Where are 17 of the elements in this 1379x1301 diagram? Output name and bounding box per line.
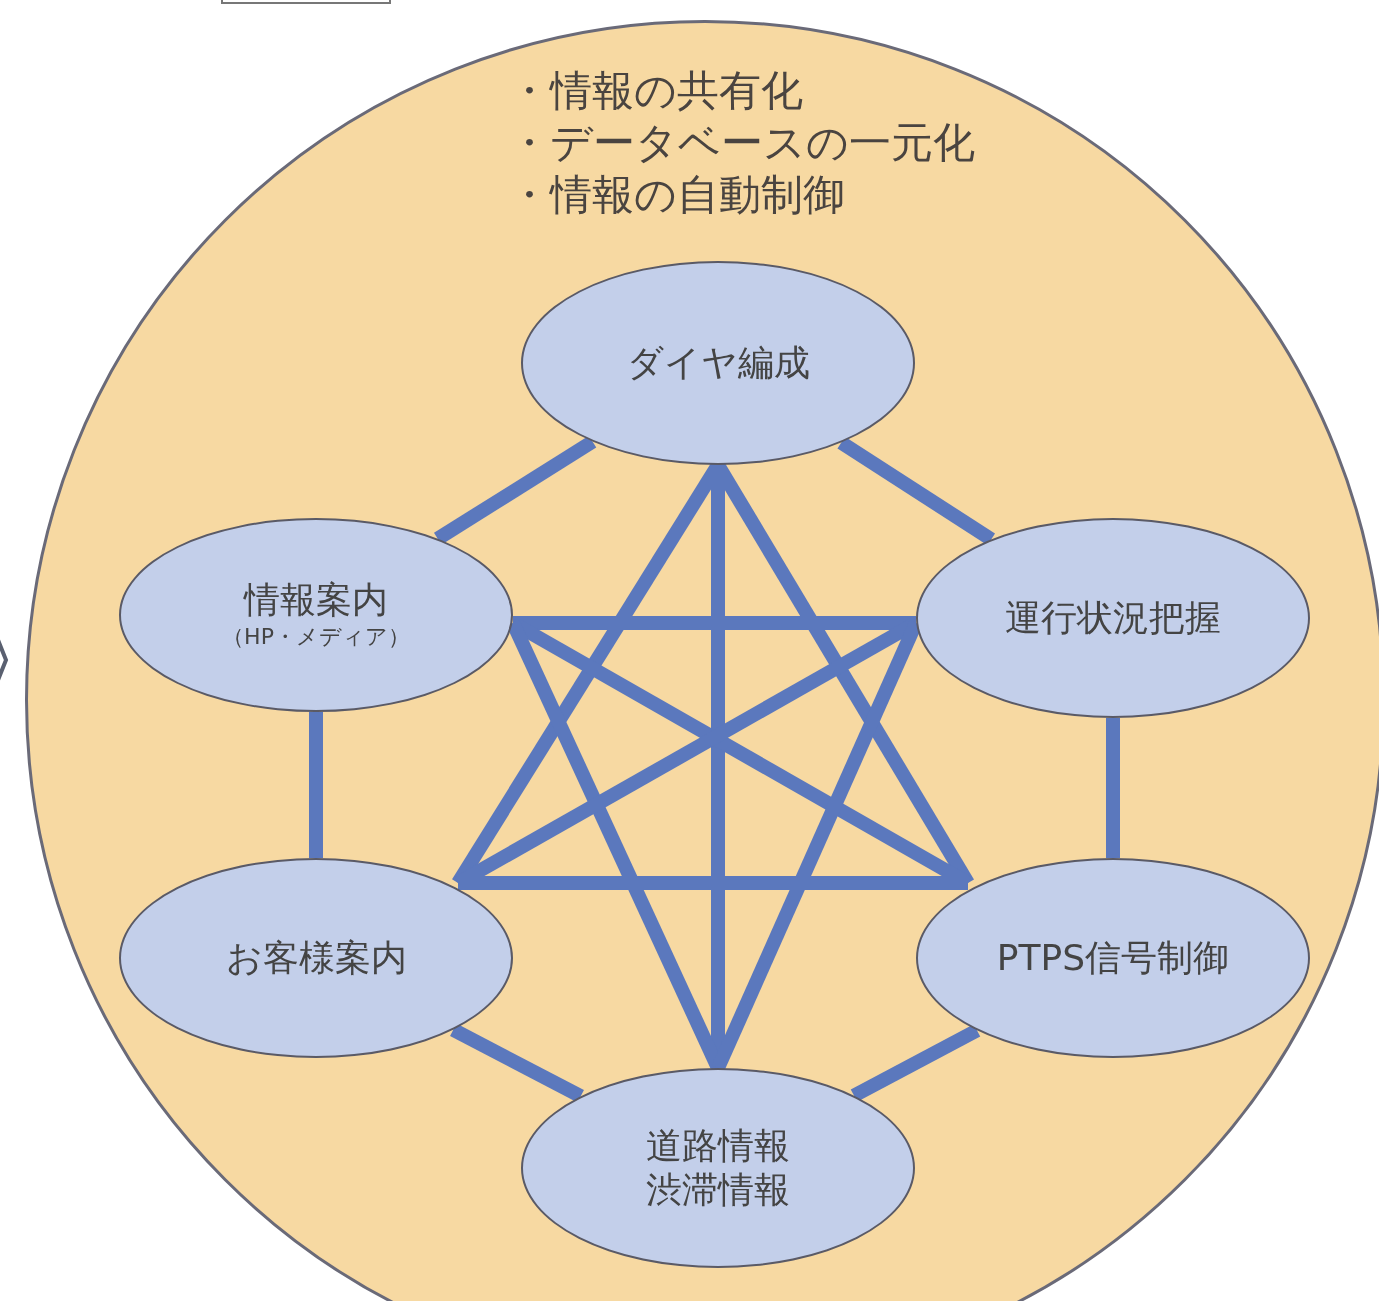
node-label: 道路情報 <box>646 1124 790 1168</box>
connector-line <box>450 1023 584 1103</box>
bullet-item: ・情報の共有化 <box>508 65 804 117</box>
connector-line <box>850 1024 981 1102</box>
node-label: ダイヤ編成 <box>626 341 810 385</box>
bullet-item: ・データベースの一元化 <box>508 117 975 169</box>
node-sublabel: （HP・メディア） <box>222 623 410 651</box>
connector-line <box>1106 718 1120 858</box>
node-label: 情報案内 <box>244 578 388 622</box>
node-sublabel: 渋滞情報 <box>646 1168 790 1212</box>
connector-line <box>458 876 968 890</box>
connector-line <box>309 712 323 858</box>
connector-line <box>513 616 916 630</box>
node-label: PTPS信号制御 <box>996 936 1230 980</box>
bullet-item: ・情報の自動制御 <box>508 169 846 221</box>
node-label: 運行状況把握 <box>1005 596 1221 640</box>
node-label: お客様案内 <box>225 936 407 980</box>
